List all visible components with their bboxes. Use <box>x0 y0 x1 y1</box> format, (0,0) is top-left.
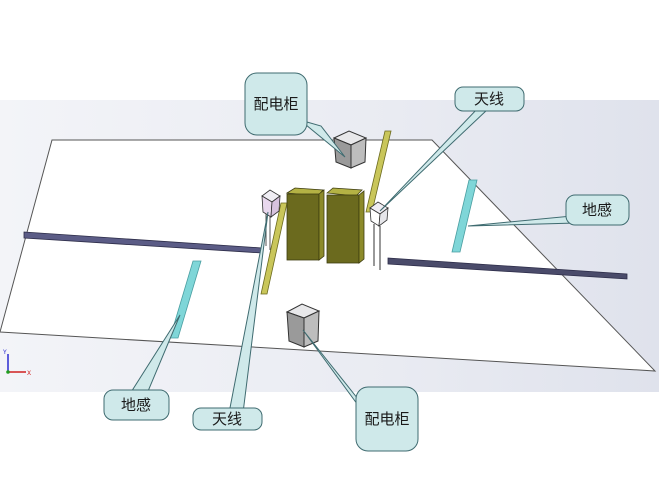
callout-label: 天线 <box>212 410 242 428</box>
distribution-cabinet-bottom <box>285 303 321 348</box>
callout-antenna-left: 天线 <box>192 407 263 431</box>
callout-antenna-right: 天线 <box>454 86 525 112</box>
svg-text:X: X <box>27 370 31 377</box>
callout-label: 天线 <box>474 90 504 108</box>
antenna-right <box>369 201 389 270</box>
leader-cabinet-top <box>299 119 346 158</box>
callout-cabinet-top: 配电柜 <box>244 72 308 136</box>
callout-cabinet-bottom: 配电柜 <box>355 386 419 452</box>
antenna-left <box>261 189 281 250</box>
lane-divider-right <box>387 257 628 280</box>
axis-triad-icon: Y X <box>2 349 31 377</box>
callout-sensor-right: 地感 <box>565 194 630 226</box>
callout-label: 配电柜 <box>364 410 409 428</box>
callout-label: 地感 <box>121 396 151 414</box>
barrier-arm-left <box>260 202 288 295</box>
callout-sensor-left: 地感 <box>103 389 170 421</box>
gate-machine-left <box>285 187 325 261</box>
ground-sensor-right <box>451 179 478 253</box>
svg-text:Y: Y <box>2 349 7 356</box>
callout-label: 配电柜 <box>253 95 298 113</box>
gate-machine-right <box>326 187 365 264</box>
callout-label: 地感 <box>582 201 612 219</box>
